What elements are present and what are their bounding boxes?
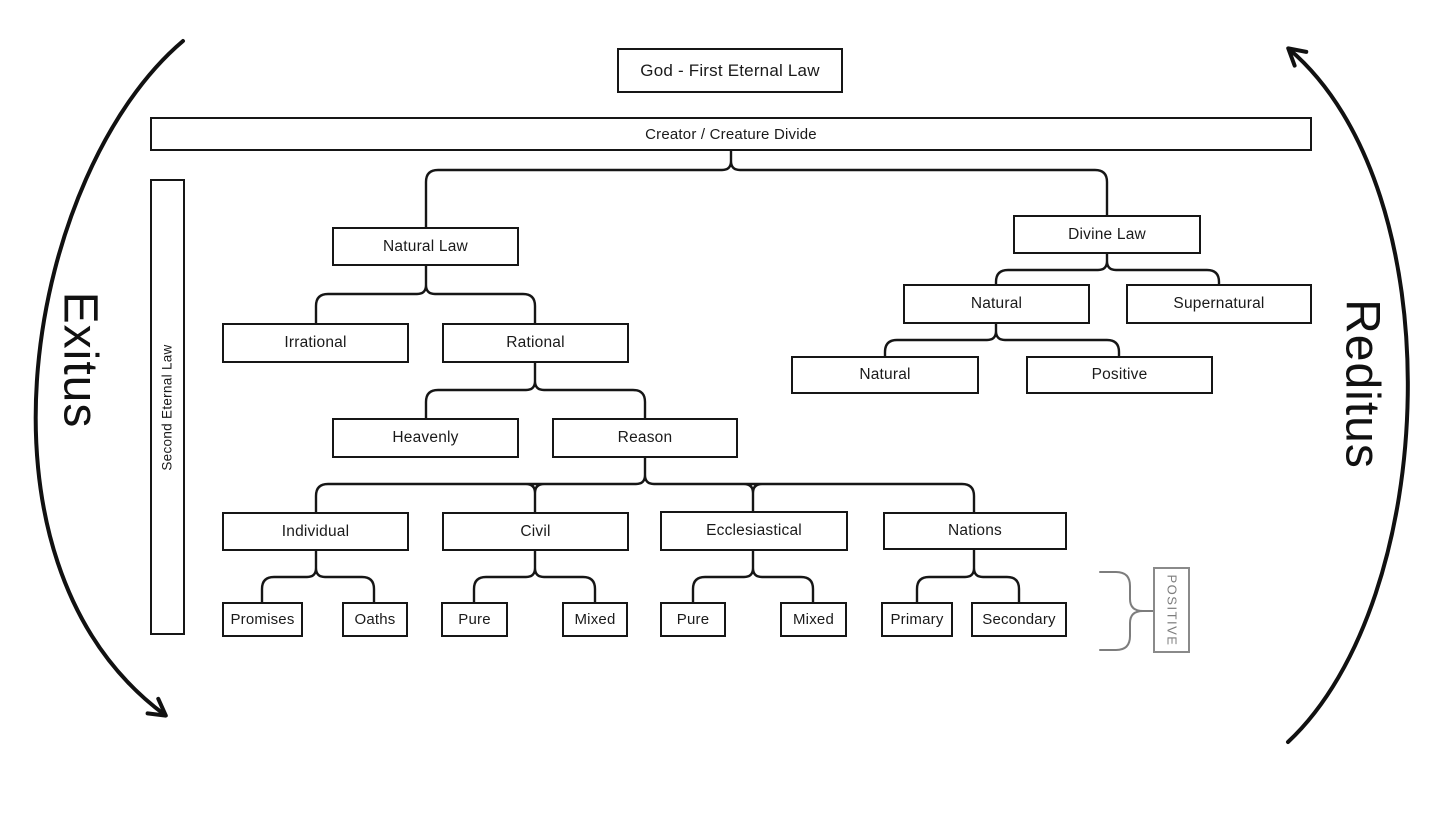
node-divine-natural: Natural xyxy=(903,284,1090,324)
creator-creature-divide-bar: Creator / Creature Divide xyxy=(150,117,1312,151)
node-god-first-eternal-law: God - First Eternal Law xyxy=(617,48,843,93)
reditus-arrow xyxy=(1286,46,1410,744)
node-ecclesiastical: Ecclesiastical xyxy=(660,511,848,551)
node-divine-law: Divine Law xyxy=(1013,215,1201,254)
positive-brace xyxy=(1099,571,1154,651)
node-nations: Nations xyxy=(883,512,1067,550)
positive-annotation-box: POSITIVE xyxy=(1153,567,1190,653)
positive-annotation-label: POSITIVE xyxy=(1164,574,1179,646)
second-eternal-law-label: Second Eternal Law xyxy=(160,343,176,471)
node-primary: Primary xyxy=(881,602,953,637)
node-civil: Civil xyxy=(442,512,629,551)
node-promises: Promises xyxy=(222,602,303,637)
exitus-label: Exitus xyxy=(53,291,107,429)
node-irrational: Irrational xyxy=(222,323,409,363)
node-secondary: Secondary xyxy=(971,602,1067,637)
node-reason: Reason xyxy=(552,418,738,458)
node-ecclesiastical-mixed: Mixed xyxy=(780,602,847,637)
node-natural-law: Natural Law xyxy=(332,227,519,266)
node-divine-natural-natural: Natural xyxy=(791,356,979,394)
node-civil-mixed: Mixed xyxy=(562,602,628,637)
exitus-arrow xyxy=(33,39,185,718)
node-divine-natural-positive: Positive xyxy=(1026,356,1213,394)
node-ecclesiastical-pure: Pure xyxy=(660,602,726,637)
second-eternal-law-bar: Second Eternal Law xyxy=(150,179,185,635)
node-supernatural: Supernatural xyxy=(1126,284,1312,324)
node-oaths: Oaths xyxy=(342,602,408,637)
node-civil-pure: Pure xyxy=(441,602,508,637)
reditus-label: Reditus xyxy=(1335,299,1389,469)
node-individual: Individual xyxy=(222,512,409,551)
tree-connectors xyxy=(260,149,1221,604)
node-heavenly: Heavenly xyxy=(332,418,519,458)
node-rational: Rational xyxy=(442,323,629,363)
